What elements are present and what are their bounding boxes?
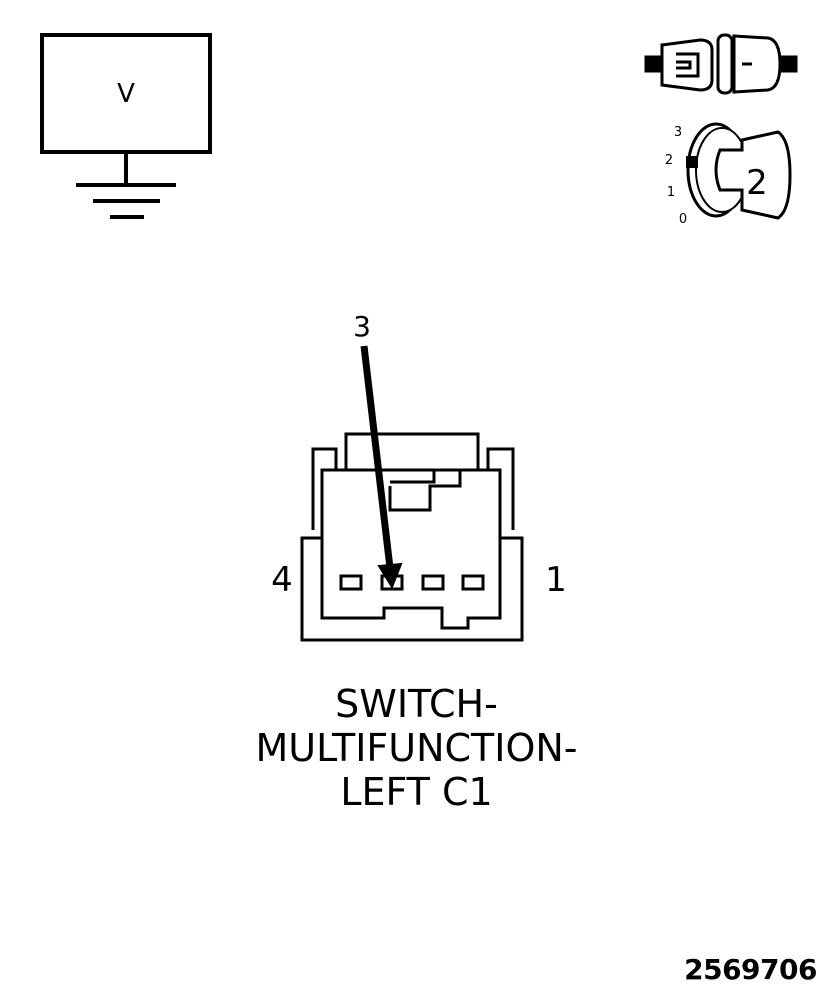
cavity-1 <box>461 574 485 591</box>
connector-disconnected-icon <box>644 33 798 95</box>
cavity-callout-arrow: 3 <box>353 310 403 590</box>
ignition-position-2: 2 <box>665 153 673 168</box>
ignition-position-3: 3 <box>674 125 682 140</box>
ignition-key-label: 2 <box>746 163 768 203</box>
figure-id: 2569706 <box>684 953 817 986</box>
title-line-3: LEFT C1 <box>340 770 493 814</box>
title-line-2: MULTIFUNCTION- <box>255 726 578 770</box>
ignition-position-0: 0 <box>679 212 687 227</box>
pin-label-right: 1 <box>545 560 567 600</box>
ignition-key-icon: 3 2 1 0 2 <box>665 122 792 227</box>
cavity-2 <box>421 574 445 591</box>
cavity-4 <box>339 574 363 591</box>
ground-icon <box>76 152 176 219</box>
meter-mode-label: V <box>117 79 135 109</box>
ignition-position-1: 1 <box>667 185 675 200</box>
cavity-callout-label: 3 <box>353 310 371 343</box>
title-line-1: SWITCH- <box>335 682 498 726</box>
meter-box <box>40 33 212 154</box>
pin-label-left: 4 <box>271 560 293 600</box>
connector-title: SWITCH- MULTIFUNCTION- LEFT C1 <box>0 682 833 814</box>
voltmeter-symbol: V <box>40 33 212 219</box>
connector-face <box>300 432 524 642</box>
